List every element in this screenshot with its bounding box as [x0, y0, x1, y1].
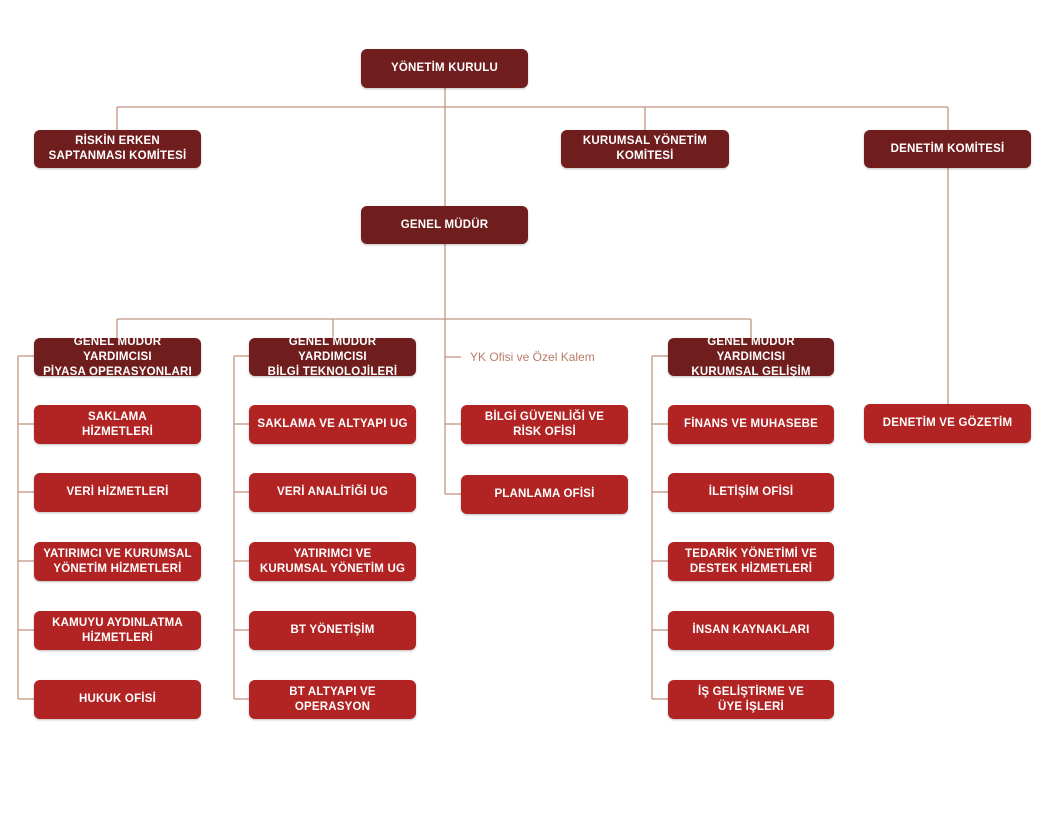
node-gmy-piyasa-operasyonlari: GENEL MÜDÜR YARDIMCISI PİYASA OPERASYONL…: [34, 336, 201, 378]
node-insan-kaynaklari: İNSAN KAYNAKLARI: [668, 611, 834, 650]
node-saklama-ve-altyapi-ug: SAKLAMA VE ALTYAPI UG: [249, 405, 416, 444]
node-yatirimci-ve-kurumsal-yonetim-ug: YATIRIMCI VE KURUMSAL YÖNETİM UG: [249, 542, 416, 581]
node-genel-mudur: GENEL MÜDÜR: [361, 206, 528, 244]
node-is-gelistirme-ve-uye-isleri: İŞ GELİŞTİRME VE ÜYE İŞLERİ: [668, 680, 834, 719]
node-yonetim-kurulu: YÖNETİM KURULU: [361, 49, 528, 88]
node-riskin-erken-saptanmasi-komitesi: RİSKİN ERKEN SAPTANMASI KOMİTESİ: [34, 130, 201, 168]
node-veri-hizmetleri: VERİ HİZMETLERİ: [34, 473, 201, 512]
node-iletisim-ofisi: İLETİŞİM OFİSİ: [668, 473, 834, 512]
node-saklama-hizmetleri: SAKLAMA HİZMETLERİ: [34, 405, 201, 444]
node-kurumsal-yonetim-komitesi: KURUMSAL YÖNETİM KOMİTESİ: [561, 130, 729, 168]
node-tedarik-yonetimi-ve-destek-hizmetleri: TEDARİK YÖNETİMİ VE DESTEK HİZMETLERİ: [668, 542, 834, 581]
node-gmy-bilgi-teknolojileri: GENEL MÜDÜR YARDIMCISI BİLGİ TEKNOLOJİLE…: [249, 336, 416, 378]
node-denetim-komitesi: DENETİM KOMİTESİ: [864, 130, 1031, 168]
node-planlama-ofisi: PLANLAMA OFİSİ: [461, 475, 628, 514]
node-bt-altyapi-ve-operasyon: BT ALTYAPI VE OPERASYON: [249, 680, 416, 719]
node-yk-ofisi-ozel-kalem: YK Ofisi ve Özel Kalem: [470, 350, 595, 364]
node-veri-analitigi-ug: VERİ ANALİTİĞİ UG: [249, 473, 416, 512]
node-kamuyu-aydinlatma-hizmetleri: KAMUYU AYDINLATMA HİZMETLERİ: [34, 611, 201, 650]
node-bt-yonetisim: BT YÖNETİŞİM: [249, 611, 416, 650]
node-gmy-kurumsal-gelisim: GENEL MÜDÜR YARDIMCISI KURUMSAL GELİŞİM: [668, 336, 834, 378]
node-bilgi-guvenligi-ve-risk-ofisi: BİLGİ GÜVENLİĞİ VE RİSK OFİSİ: [461, 405, 628, 444]
node-denetim-ve-gozetim: DENETİM VE GÖZETİM: [864, 404, 1031, 443]
node-yatirimci-ve-kurumsal-yonetim-hizmetleri: YATIRIMCI VE KURUMSAL YÖNETİM HİZMETLERİ: [34, 542, 201, 581]
node-hukuk-ofisi: HUKUK OFİSİ: [34, 680, 201, 719]
node-finans-ve-muhasebe: FİNANS VE MUHASEBE: [668, 405, 834, 444]
